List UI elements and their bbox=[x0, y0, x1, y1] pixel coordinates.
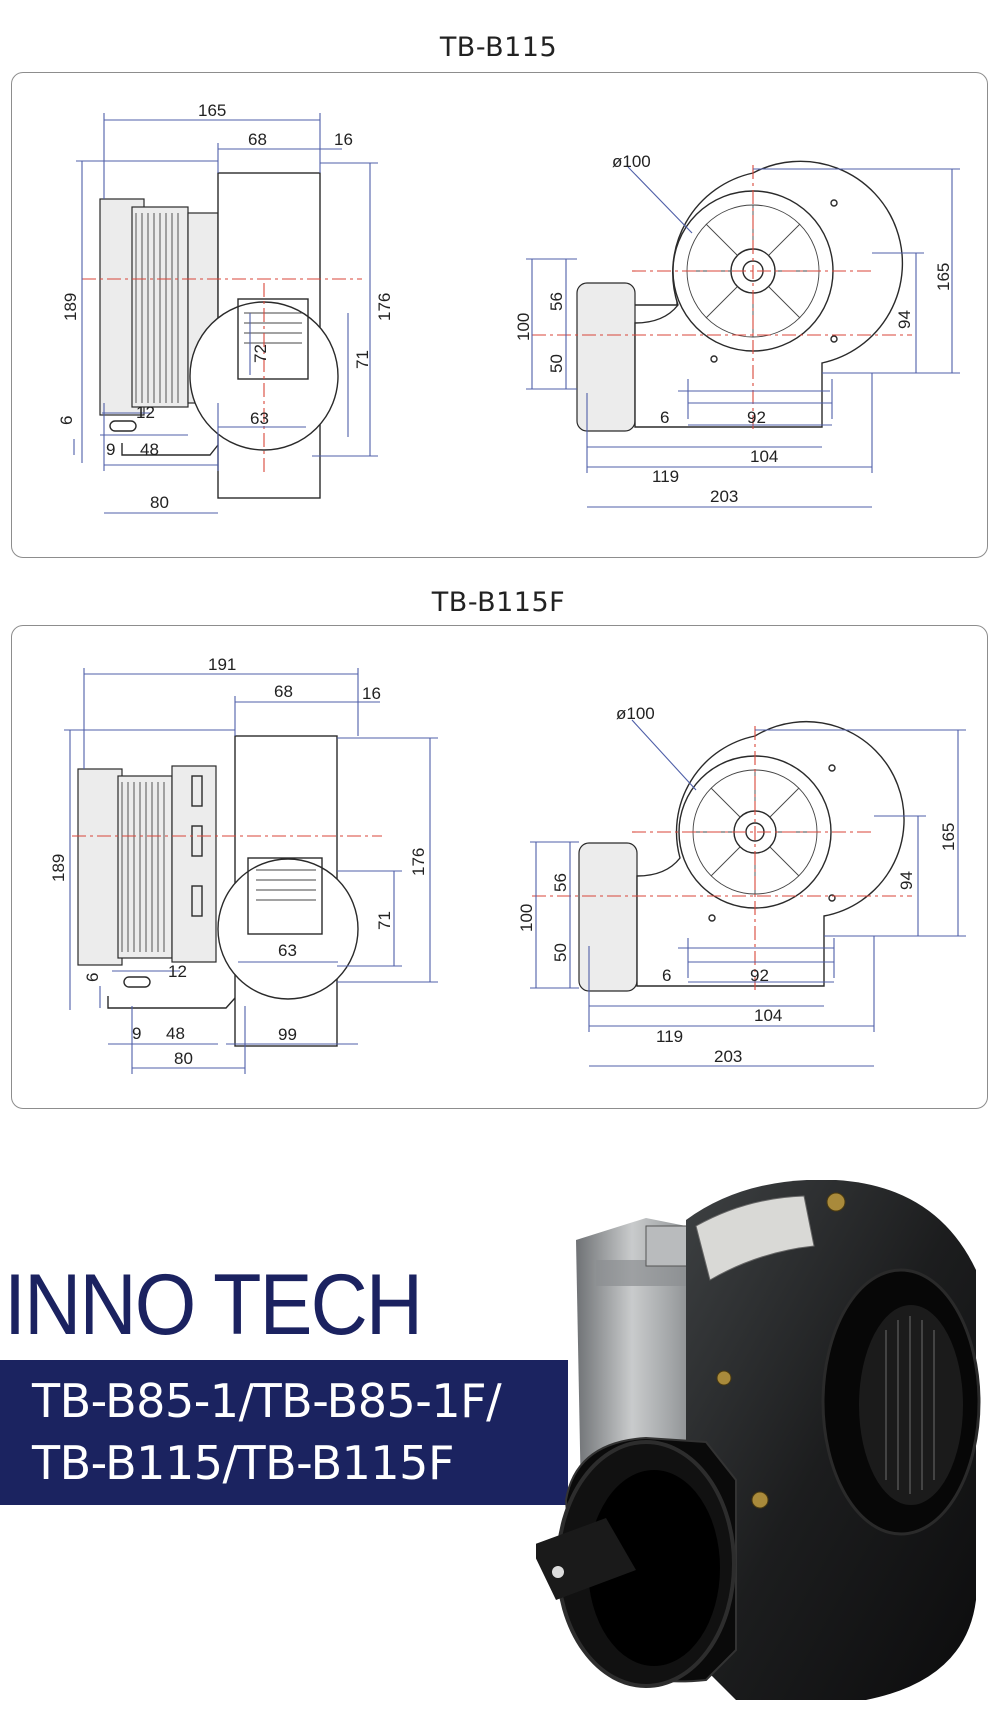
name-plate bbox=[695, 1195, 815, 1281]
drawing-1-svg: 165 68 16 189 176 71 72 63 6 12 9 48 80 bbox=[57, 101, 960, 514]
dim-overall-width: 203 bbox=[710, 487, 738, 506]
dim-foot-hole-pitch: 92 bbox=[747, 408, 766, 427]
dim-outlet-inner: 72 bbox=[251, 344, 270, 363]
dim-center-height: 94 bbox=[895, 310, 914, 329]
dim-outlet-height-front: 100 bbox=[514, 313, 533, 341]
dim-housing-width: 68 bbox=[248, 130, 267, 149]
dim-foot-hole-pitch: 92 bbox=[750, 966, 769, 985]
impeller-window bbox=[247, 857, 323, 935]
drawing-2-panel: 191 68 16 189 176 71 63 6 12 9 48 99 80 bbox=[11, 625, 988, 1109]
motor-cap bbox=[77, 768, 123, 966]
dim-housing-height-front: 165 bbox=[934, 263, 953, 291]
dim-outlet-width: 63 bbox=[250, 409, 269, 428]
dim-foot-length-front: 104 bbox=[754, 1006, 782, 1025]
impeller-window bbox=[237, 298, 309, 380]
motor-body bbox=[117, 775, 173, 959]
dim-outlet-height: 71 bbox=[375, 911, 394, 930]
dim-slot-offset: 9 bbox=[132, 1024, 141, 1043]
side-view-2: 191 68 16 189 176 71 63 6 12 9 48 99 80 bbox=[49, 655, 438, 1074]
drawing-2-title: TB-B115F bbox=[431, 587, 566, 618]
front-view-2: ø100 165 94 100 56 50 6 92 104 119 203 bbox=[517, 704, 966, 1067]
dim-slot-pitch: 48 bbox=[140, 440, 159, 459]
dim-outlet-offset: 16 bbox=[362, 684, 381, 703]
dim-slot-pitch: 48 bbox=[166, 1024, 185, 1043]
product-image bbox=[536, 1180, 981, 1700]
model-line-2: TB-B115/TB-B115F bbox=[32, 1436, 454, 1490]
dim-slot-width: 12 bbox=[136, 403, 155, 422]
volute-housing bbox=[636, 721, 905, 987]
dim-foot-length: 80 bbox=[150, 493, 169, 512]
brand-name: INNO TECH bbox=[4, 1257, 423, 1353]
dim-inlet-diameter: ø100 bbox=[612, 152, 651, 171]
foot-bracket bbox=[121, 443, 219, 456]
dim-overall-length: 165 bbox=[198, 101, 226, 120]
dim-overall-width: 203 bbox=[714, 1047, 742, 1066]
dim-foot-length-front: 104 bbox=[750, 447, 778, 466]
dim-outlet-lower: 50 bbox=[547, 354, 566, 373]
dim-foot-thickness: 6 bbox=[83, 973, 102, 982]
dim-outlet-height: 71 bbox=[353, 350, 372, 369]
dim-slot-offset: 9 bbox=[106, 440, 115, 459]
dim-center-height: 94 bbox=[897, 871, 916, 890]
dim-foot-thickness: 6 bbox=[57, 416, 76, 425]
dim-housing-height: 176 bbox=[375, 293, 394, 321]
dim-outlet-upper: 56 bbox=[551, 873, 570, 892]
dim-total-height: 189 bbox=[61, 293, 80, 321]
dim-outlet-lower: 50 bbox=[551, 943, 570, 962]
outlet-circle bbox=[217, 858, 359, 1000]
drawing-1-panel: 165 68 16 189 176 71 72 63 6 12 9 48 80 bbox=[11, 72, 988, 558]
foot-bracket bbox=[107, 996, 236, 1009]
foot-slot bbox=[109, 420, 137, 432]
dim-outlet-upper: 56 bbox=[547, 292, 566, 311]
dim-total-height: 189 bbox=[49, 854, 68, 882]
dim-outlet-depth: 119 bbox=[652, 467, 679, 486]
outlet-face bbox=[576, 282, 636, 432]
model-line-1: TB-B85-1/TB-B85-1F/ bbox=[32, 1374, 502, 1428]
dim-slot-width: 12 bbox=[168, 962, 187, 981]
volute-housing bbox=[634, 160, 904, 428]
dim-foot-margin: 6 bbox=[662, 966, 671, 985]
dim-overall-length: 191 bbox=[208, 655, 236, 674]
motor-clamp bbox=[645, 1225, 691, 1267]
model-list-box: TB-B85-1/TB-B85-1F/ TB-B115/TB-B115F bbox=[0, 1360, 568, 1505]
dim-housing-height-front: 165 bbox=[939, 823, 958, 851]
foot-slot bbox=[123, 976, 151, 988]
outlet-face bbox=[578, 842, 638, 992]
terminal-block bbox=[171, 765, 217, 963]
dim-inlet-diameter: ø100 bbox=[616, 704, 655, 723]
dim-housing-width: 68 bbox=[274, 682, 293, 701]
dim-outlet-height-front: 100 bbox=[517, 904, 536, 932]
dim-outlet-width: 63 bbox=[278, 941, 297, 960]
drawing-1-title: TB-B115 bbox=[439, 32, 558, 63]
dim-outlet-offset: 16 bbox=[334, 130, 353, 149]
dim-foot-margin: 6 bbox=[660, 408, 669, 427]
side-view-1: 165 68 16 189 176 71 72 63 6 12 9 48 80 bbox=[57, 101, 394, 514]
dim-outlet-depth: 119 bbox=[656, 1027, 683, 1046]
dim-housing-height: 176 bbox=[409, 848, 428, 876]
front-view-1: ø100 165 94 100 56 50 6 92 104 119 203 bbox=[514, 152, 960, 508]
drawing-2-svg: 191 68 16 189 176 71 63 6 12 9 48 99 80 bbox=[49, 655, 966, 1074]
dim-foot-length: 80 bbox=[174, 1049, 193, 1068]
dim-motor-offset: 99 bbox=[278, 1025, 297, 1044]
mounting-foot bbox=[536, 1518, 636, 1600]
